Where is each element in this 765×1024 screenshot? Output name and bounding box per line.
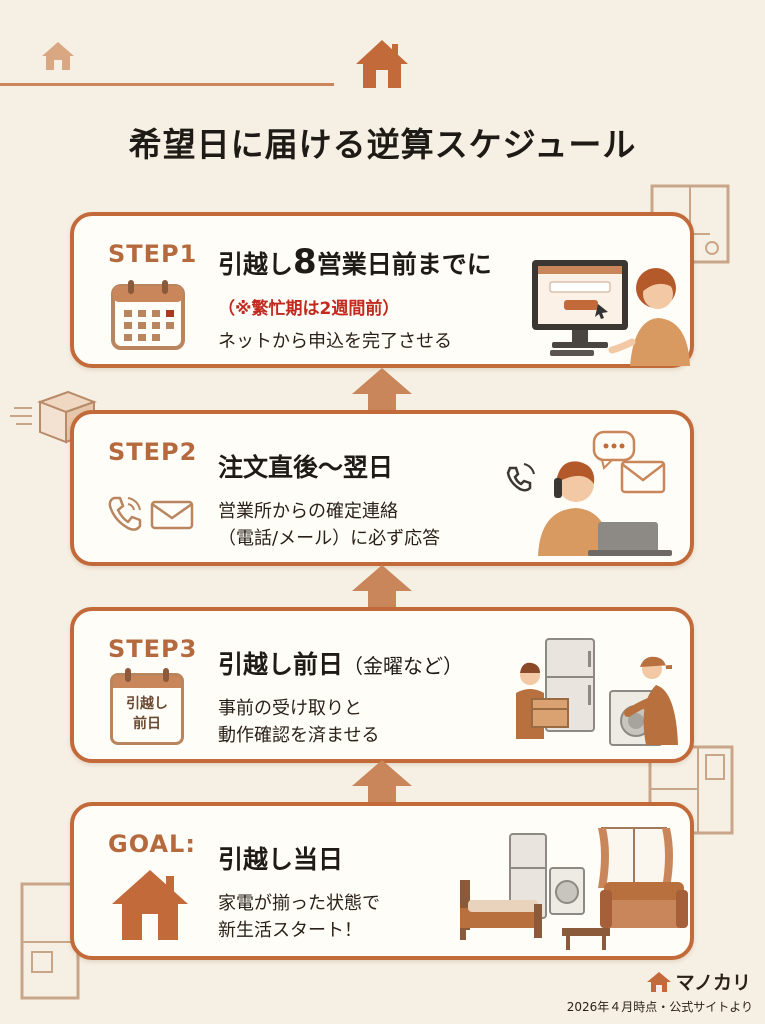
step1-note: （※繁忙期は2週間前） <box>218 299 400 319</box>
step3-heading-paren: （金曜など） <box>343 654 464 678</box>
step3-text: 事前の受け取りと 動作確認を済ませる <box>218 698 380 746</box>
step3-label: STEP3 <box>108 635 198 663</box>
step1-card: STEP1 引越し8営業日前までに （※繁忙期は2週間前） ネットから申込を完了… <box>70 212 694 368</box>
step1-text: ネットから申込を完了させる <box>218 331 452 352</box>
furnished-room-illustration <box>460 827 688 950</box>
calendar-day-text: 引越し 前日 <box>126 696 168 732</box>
person-at-computer-illustration <box>532 260 690 366</box>
up-arrow-icon <box>352 760 412 806</box>
house-icon <box>356 40 408 88</box>
step3-heading: 引越し前日（金曜など） <box>218 650 464 679</box>
brand-name: マノカリ <box>675 972 751 994</box>
header-divider-line <box>0 83 334 86</box>
house-icon <box>112 870 188 940</box>
brand-house-icon <box>646 971 671 992</box>
brand-logo: マノカリ <box>646 968 751 995</box>
delivery-workers-illustration <box>516 638 678 746</box>
step1-heading-number: 8 <box>293 242 317 282</box>
phone-icon <box>108 496 142 531</box>
goal-heading: 引越し当日 <box>218 845 344 874</box>
step2-card: STEP2 注文直後〜翌日 営業所からの確定連絡 （電話/メール）に必ず応答 <box>70 410 694 566</box>
mail-icon <box>150 500 194 530</box>
step1-label: STEP1 <box>108 240 198 268</box>
step2-label: STEP2 <box>108 438 198 466</box>
up-arrow-icon <box>352 565 412 611</box>
goal-label: GOAL: <box>108 830 196 858</box>
step3-card: STEP3 引越し 前日 引越し前日（金曜など） 事前の受け取りと 動作確認を済… <box>70 607 694 763</box>
step2-text: 営業所からの確定連絡 （電話/メール）に必ず応答 <box>218 501 441 549</box>
goal-text: 家電が揃った状態で 新生活スタート！ <box>218 893 380 941</box>
calendar-icon <box>111 280 185 350</box>
step2-heading: 注文直後〜翌日 <box>218 453 394 482</box>
calendar-day-icon: 引越し 前日 <box>110 668 184 745</box>
step1-heading: 引越し8営業日前までに <box>218 242 492 282</box>
page-title: 希望日に届ける逆算スケジュール <box>128 125 637 164</box>
up-arrow-icon <box>352 368 412 414</box>
goal-card: GOAL: 引越し当日 家電が揃った状態で 新生活スタート！ <box>70 802 694 960</box>
source-credit: 2026年４月時点・公式サイトより <box>566 1000 753 1014</box>
small-house-icon <box>42 42 74 70</box>
person-on-phone-illustration <box>506 430 672 556</box>
